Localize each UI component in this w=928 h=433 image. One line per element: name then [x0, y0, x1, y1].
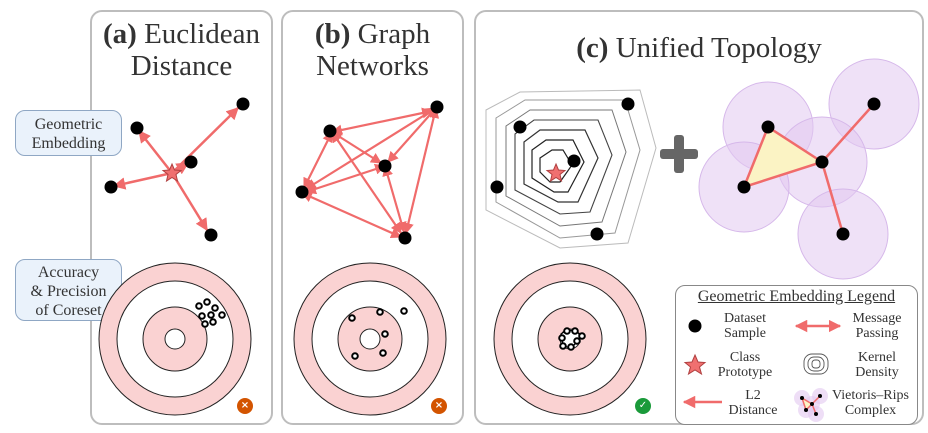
target-c-hits	[558, 327, 586, 351]
dataset-sample	[323, 124, 337, 138]
target-a	[98, 262, 252, 416]
fail-badge-b: ×	[431, 398, 447, 414]
class-prototype-star-c	[545, 162, 567, 183]
panel-a-label: (a)	[102, 18, 137, 50]
panel-a-title-line1: Euclidean	[144, 18, 261, 50]
graph-edges	[300, 106, 440, 239]
kde-samples	[490, 97, 635, 241]
euclidean-samples	[104, 97, 250, 242]
dataset-sample	[378, 159, 392, 173]
dataset-sample	[204, 228, 218, 242]
legend-rips-icon	[794, 388, 828, 422]
legend-kde-icon	[803, 353, 829, 375]
kernel-density-contours	[485, 89, 657, 249]
l2-arrow	[112, 171, 173, 190]
panel-c-title: (c) Unified Topology	[476, 32, 922, 64]
panel-b-title: (b) Graph Networks	[283, 18, 462, 82]
panel-b-title-line2: Networks	[316, 50, 429, 82]
dataset-sample	[398, 231, 412, 245]
accuracy-label-line1: Accuracy	[37, 264, 100, 281]
class-prototype-star	[161, 162, 183, 183]
dataset-sample	[104, 180, 118, 194]
accuracy-label-line2: & Precision	[30, 283, 107, 300]
geometric-embedding-label: Geometric Embedding	[15, 110, 122, 156]
panel-c-title-text: Unified Topology	[615, 32, 822, 64]
dataset-sample	[130, 121, 144, 135]
panel-b-label: (b)	[314, 18, 351, 50]
legend-icons	[682, 319, 842, 422]
legend-box: Geometric Embedding Legend	[675, 285, 918, 425]
geometric-label-line1: Geometric	[34, 116, 103, 133]
l2-arrow	[170, 172, 209, 232]
panel-a-title-line2: Distance	[130, 50, 233, 82]
panel-b-title-line1: Graph	[357, 18, 431, 50]
target-b	[293, 262, 447, 416]
legend-title: Geometric Embedding Legend	[697, 288, 896, 305]
dataset-sample	[295, 185, 309, 199]
panel-a-title: (a) Euclidean Distance	[92, 18, 271, 82]
graph-nodes	[295, 100, 444, 245]
target-b-hits	[348, 307, 408, 360]
target-a-hits	[195, 298, 226, 328]
geometric-label-line2: Embedding	[31, 135, 106, 152]
accuracy-label-line3: of Coreset	[35, 302, 102, 319]
dataset-sample	[236, 97, 250, 111]
l2-arrow	[171, 107, 239, 174]
target-c	[493, 262, 647, 416]
success-badge-c: ✓	[635, 398, 651, 414]
legend-dot-icon	[688, 319, 702, 333]
plus-icon	[660, 135, 698, 173]
panel-c-label: (c)	[576, 32, 609, 64]
dataset-sample	[184, 155, 198, 169]
vietoris-rips-complex	[698, 58, 920, 280]
legend-star-icon	[683, 353, 707, 376]
dataset-sample	[430, 100, 444, 114]
fail-badge-a: ×	[237, 398, 253, 414]
l2-arrow	[138, 130, 173, 174]
